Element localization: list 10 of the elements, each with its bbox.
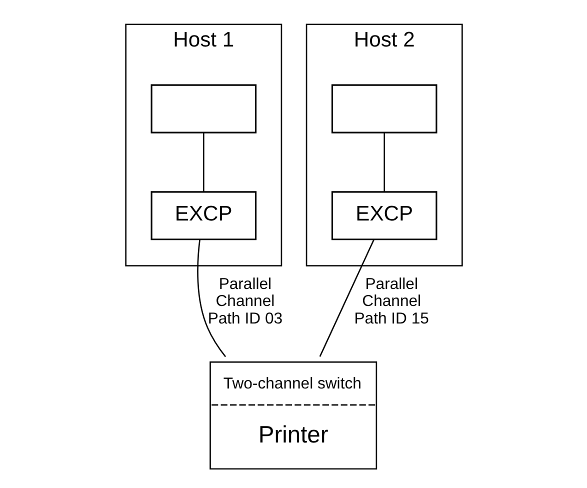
- node-box: EXCP: [330, 191, 437, 240]
- connector: [196, 240, 226, 358]
- node-box: [330, 84, 437, 134]
- node-box: [150, 84, 256, 134]
- edge-label: Parallel Channel Path ID 03: [207, 276, 282, 328]
- edge-label: Parallel Channel Path ID 15: [354, 276, 428, 328]
- connector: [318, 239, 374, 357]
- node-box: EXCP: [150, 191, 256, 240]
- connector: [383, 132, 385, 192]
- connector: [202, 132, 204, 192]
